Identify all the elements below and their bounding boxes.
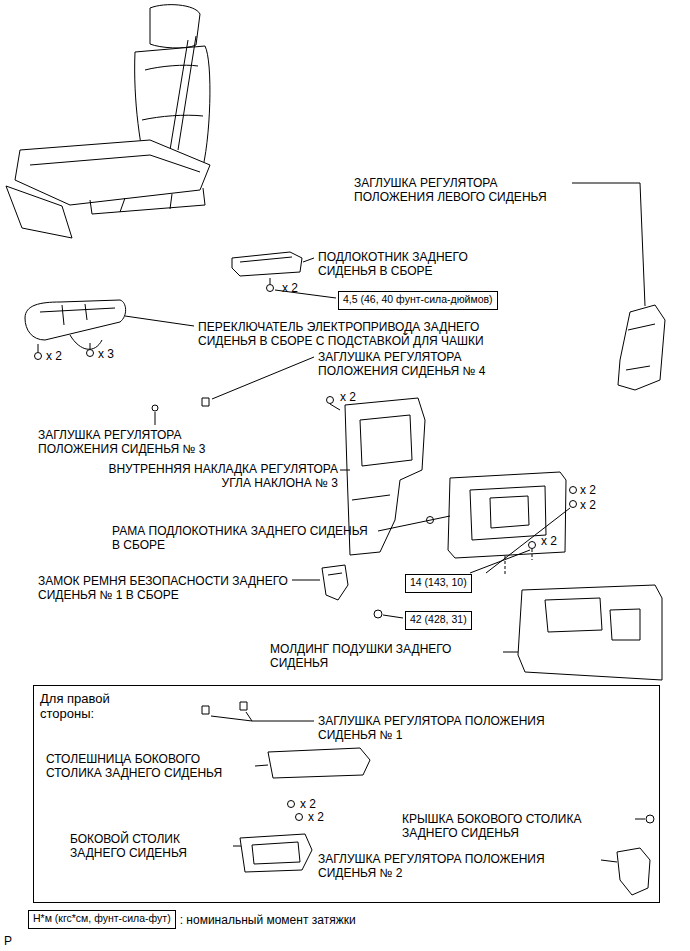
frame-detail: [470, 486, 546, 540]
leader-line: [155, 412, 156, 425]
torque-box: 14 (143, 10): [405, 574, 472, 593]
bolt: [570, 487, 577, 494]
quantity-mark: x 3: [98, 347, 114, 361]
leader-line: [303, 258, 314, 262]
quantity-mark: x 2: [300, 797, 316, 811]
seat-belt: [170, 36, 196, 150]
torque-box: 42 (428, 31): [405, 611, 472, 630]
leader-line: [601, 860, 617, 862]
cap-1: [202, 706, 209, 714]
seat-base: [90, 188, 205, 214]
cap-4: [202, 398, 209, 406]
leader-line: [211, 712, 314, 721]
buckle-detail: [328, 573, 342, 575]
part-name: РАМА ПОДЛОКОТНИКА ЗАДНЕГО СИДЕНЬЯ В СБОР…: [112, 524, 372, 552]
seat-drawing: [6, 5, 210, 238]
leader-line: [340, 470, 350, 471]
armrest: [232, 252, 302, 276]
side-table: [240, 834, 312, 872]
part-name: МОЛДИНГ ПОДУШКИ ЗАДНЕГО СИДЕНЬЯ: [270, 642, 500, 670]
leader-line: [383, 615, 403, 618]
part-name: ПЕРЕКЛЮЧАТЕЛЬ ЭЛЕКТРОПРИВОДА ЗАДНЕГО СИД…: [198, 320, 518, 348]
quantity-mark: x 2: [580, 483, 596, 497]
switch-assembly: [25, 300, 126, 340]
torque-value: 14 (143, 10): [410, 576, 467, 589]
armrest-detail: [240, 257, 292, 262]
left-cap: [618, 305, 665, 390]
armrest-frame: [448, 472, 566, 558]
bolt: [529, 542, 536, 549]
part-name: ЗАМОК РЕМНЯ БЕЗОПАСНОСТИ ЗАДНЕГО СИДЕНЬЯ…: [38, 574, 288, 602]
group-heading: Для правой стороны:: [34, 686, 156, 726]
bolt: [570, 501, 577, 508]
part-name: КРЫШКА БОКОВОГО СТОЛИКА ЗАДНЕГО СИДЕНЬЯ: [402, 812, 632, 840]
leader-line: [378, 516, 450, 531]
cushion: [15, 140, 210, 205]
cap-1: [240, 702, 247, 710]
quantity-mark: x 2: [340, 390, 356, 404]
torque-value: Н*м (кгс*см, фунт-сила-фут): [33, 912, 171, 925]
cap-3: [152, 405, 158, 411]
cap-2: [617, 848, 650, 895]
left-cap-detail: [626, 324, 655, 370]
bolt: [327, 397, 341, 411]
leader-line: [292, 580, 320, 581]
table-cover: [646, 815, 654, 823]
quantity-mark: x 2: [541, 534, 557, 548]
switch-detail: [40, 304, 115, 325]
headrest: [150, 5, 200, 48]
part-name: ЗАГЛУШКА РЕГУЛЯТОРА ПОЛОЖЕНИЯ СИДЕНЬЯ № …: [318, 714, 598, 742]
leader-line: [255, 765, 268, 766]
table-detail: [252, 842, 300, 864]
leader-line: [125, 316, 194, 326]
part-name: СТОЛЕШНИЦА БОКОВОГО СТОЛИКА ЗАДНЕГО СИДЕ…: [46, 752, 251, 780]
seat-belt-buckle: [322, 565, 348, 600]
figure-code: P: [4, 934, 12, 948]
part-name: ПОДЛОКОТНИК ЗАДНЕГО СИДЕНЬЯ В СБОРЕ: [318, 250, 518, 278]
recliner-detail: [352, 415, 412, 500]
part-name: ЗАГЛУШКА РЕГУЛЯТОРА ПОЛОЖЕНИЯ СИДЕНЬЯ № …: [318, 350, 533, 378]
molding-detail: [545, 598, 640, 640]
bolt: [87, 343, 94, 357]
torque-box: 4,5 (46, 40 фунт-сила-дюймов): [338, 291, 498, 310]
bolt: [288, 801, 295, 808]
leader-line: [470, 508, 570, 573]
table-top: [268, 748, 370, 778]
quantity-mark: x 2: [46, 349, 62, 363]
legend-box: Н*м (кгс*см, фунт-сила-фут): [28, 910, 176, 929]
cushion-molding: [518, 585, 662, 680]
quantity-mark: x 2: [282, 281, 298, 295]
part-name: ЗАГЛУШКА РЕГУЛЯТОРА ПОЛОЖЕНИЯ СИДЕНЬЯ № …: [38, 428, 253, 456]
backrest-seam: [142, 65, 203, 120]
nut: [374, 610, 382, 618]
legend-text: : номинальный момент затяжки: [180, 913, 356, 927]
leader-line: [212, 357, 314, 399]
torque-value: 4,5 (46, 40 фунт-сила-дюймов): [343, 293, 493, 306]
quantity-mark: x 2: [580, 498, 596, 512]
leader-line: [572, 183, 645, 306]
leader-line: [233, 846, 241, 847]
part-name: БОКОВОЙ СТОЛИК ЗАДНЕГО СИДЕНЬЯ: [70, 832, 230, 860]
bolt: [267, 278, 274, 292]
part-name: ЗАГЛУШКА РЕГУЛЯТОРА ПОЛОЖЕНИЯ ЛЕВОГО СИД…: [354, 176, 569, 204]
bolt: [35, 344, 42, 360]
torque-value: 42 (428, 31): [410, 613, 467, 626]
part-name: ВНУТРЕННЯЯ НАКЛАДКА РЕГУЛЯТОРА УГЛА НАКЛ…: [100, 462, 338, 490]
legrest: [6, 186, 72, 238]
leader-line: [635, 819, 645, 820]
leader-line: [503, 652, 518, 653]
quantity-mark: x 2: [308, 810, 324, 824]
cushion-seam: [30, 155, 200, 172]
dashed-line: [505, 549, 532, 575]
bolt: [296, 814, 303, 821]
part-name: ЗАГЛУШКА РЕГУЛЯТОРА ПОЛОЖЕНИЯ СИДЕНЬЯ № …: [318, 852, 598, 880]
switch-cable: [70, 335, 102, 349]
